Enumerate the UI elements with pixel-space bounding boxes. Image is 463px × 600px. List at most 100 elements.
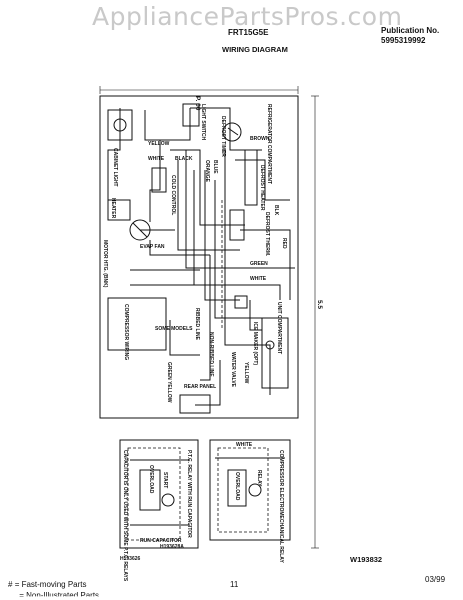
wire-segment — [144, 108, 191, 141]
wire-label: ORANGE — [204, 160, 210, 183]
defrost-thermostat — [229, 209, 245, 241]
wire-label: RUN CAPACITOR — [140, 538, 182, 544]
wire-segment — [195, 360, 221, 406]
rear-panel — [179, 394, 211, 414]
page-number: 11 — [230, 580, 239, 589]
overload-symbol — [139, 469, 161, 511]
wire-label: RED — [281, 238, 287, 249]
wire-label: RIBBED LINE — [194, 308, 200, 341]
wire-label: BLUE — [212, 160, 218, 174]
wire-label: OVERLOAD — [234, 472, 240, 501]
wire-segment — [249, 300, 262, 331]
wire-label: BLK — [273, 205, 279, 216]
terminal-block — [234, 295, 248, 309]
wire-label: BROWN — [250, 136, 270, 142]
wire-label: WATER VALVE — [230, 352, 236, 388]
wire-label: OVERLOAD — [148, 465, 154, 494]
dim-top-label: P. 00 — [194, 96, 201, 111]
wire-label: CABINET LIGHT — [112, 148, 118, 187]
figure-code: W193832 — [350, 555, 383, 564]
wire-label: CAPACITOR IS ONLY USED WITH SOME P.T.C. … — [122, 450, 128, 582]
heater-switch — [107, 199, 131, 221]
wire-segment — [185, 150, 295, 269]
wire-label: LIGHT SWITCH — [200, 104, 206, 140]
wire-label: MOTOR HTG. (BNK) — [102, 240, 108, 288]
wire-label: BLACK — [175, 156, 193, 162]
wire-label: COLD CONTROL — [170, 175, 176, 215]
defrost-heater — [244, 149, 258, 206]
legend-non-illustrated-text: = Non-Illustrated Parts — [19, 591, 100, 600]
dim-right-label: 5.5 — [316, 300, 323, 309]
wire-segment — [217, 447, 269, 533]
wire-label: WHITE — [250, 276, 267, 282]
wire-label: REAR PANEL — [184, 384, 216, 390]
wire-segment — [200, 255, 211, 381]
relay-symbol — [227, 469, 247, 507]
publication-label: Publication No. — [381, 26, 440, 35]
wire-label: SOME MODELS — [155, 326, 193, 332]
date: 03/99 — [425, 575, 446, 584]
wire-segment — [235, 159, 290, 201]
legend-non-illustrated: = Non-Illustrated Parts — [8, 591, 100, 600]
wire-label: H193628A — [160, 544, 184, 550]
publication-number: 5995319992 — [381, 36, 426, 45]
wire-label: HEATER — [110, 198, 116, 219]
wire-label: COMPRESSOR ELECTROMECHANICAL RELAY — [278, 450, 284, 563]
wire-segment — [224, 150, 240, 346]
legend-fast-moving: # = Fast-moving Parts — [8, 580, 87, 589]
wire-label: DEFROST HEATER — [259, 165, 265, 211]
wire-label: H193626 — [120, 556, 141, 562]
wire-label: GREEN YELLOW — [166, 362, 172, 403]
wire-segment — [107, 108, 121, 200]
wire-segment — [240, 344, 271, 395]
ptc-relay-box — [119, 439, 199, 549]
light-bulb — [113, 118, 127, 132]
cold-control — [151, 167, 167, 193]
wire-label: DEFROST THERM. — [264, 212, 270, 257]
wire-segment — [149, 240, 210, 256]
compressor-wiring-box — [107, 297, 167, 351]
wire-label: ICE MAKER (OPT) — [252, 322, 258, 365]
wire-label: UNIT COMPARTMENT — [276, 302, 282, 354]
ice-maker — [261, 317, 289, 389]
wire-segment — [265, 340, 275, 350]
wire-label: REFRIGERATOR COMPARTMENT — [266, 104, 272, 184]
defrost-timer — [222, 122, 242, 142]
wire-segment — [132, 222, 148, 238]
wire-label: EVAP FAN — [140, 244, 165, 250]
watermark: AppliancePartsPros.com — [92, 2, 403, 31]
wire-label: NON-RIBBED LINE — [208, 332, 214, 377]
wire-label: WHITE — [236, 442, 253, 448]
wire-segment — [204, 170, 240, 301]
wire-label: YELLOW — [243, 362, 249, 384]
wire-segment — [240, 229, 291, 300]
wire-segment — [248, 483, 262, 497]
wire-label: START — [162, 472, 168, 488]
wire-label: GREEN — [250, 261, 268, 267]
legend-symbol: # — [8, 580, 13, 589]
diagram-frame — [99, 95, 299, 419]
section-title: WIRING DIAGRAM — [222, 45, 288, 54]
wire-label: YELLOW — [148, 141, 170, 147]
wire-label: COMPRESSOR WIRING — [123, 304, 129, 360]
legend-fast-moving-text: = Fast-moving Parts — [14, 580, 87, 589]
model-number: FRT15G5E — [228, 28, 269, 37]
wire-segment — [227, 127, 239, 136]
wire-label: RELAY — [256, 470, 262, 487]
light-switch — [182, 103, 200, 127]
wire-segment — [170, 149, 245, 226]
wire-label: P.T.C. RELAY WITH RUN CAPACITOR — [186, 450, 192, 538]
wire-segment — [177, 160, 240, 251]
wire-segment — [193, 170, 281, 300]
wire-segment — [127, 447, 181, 541]
evap-fan-motor — [129, 219, 151, 241]
wire-segment — [149, 140, 161, 222]
wire-segment — [214, 180, 265, 319]
electromechanical-relay-box — [209, 439, 291, 541]
wire-label: DEFROST TIMER — [220, 116, 226, 157]
wire-segment — [161, 493, 175, 507]
cabinet-light — [107, 109, 133, 141]
wire-segment — [169, 320, 200, 356]
wire-label: WHITE — [148, 156, 165, 162]
